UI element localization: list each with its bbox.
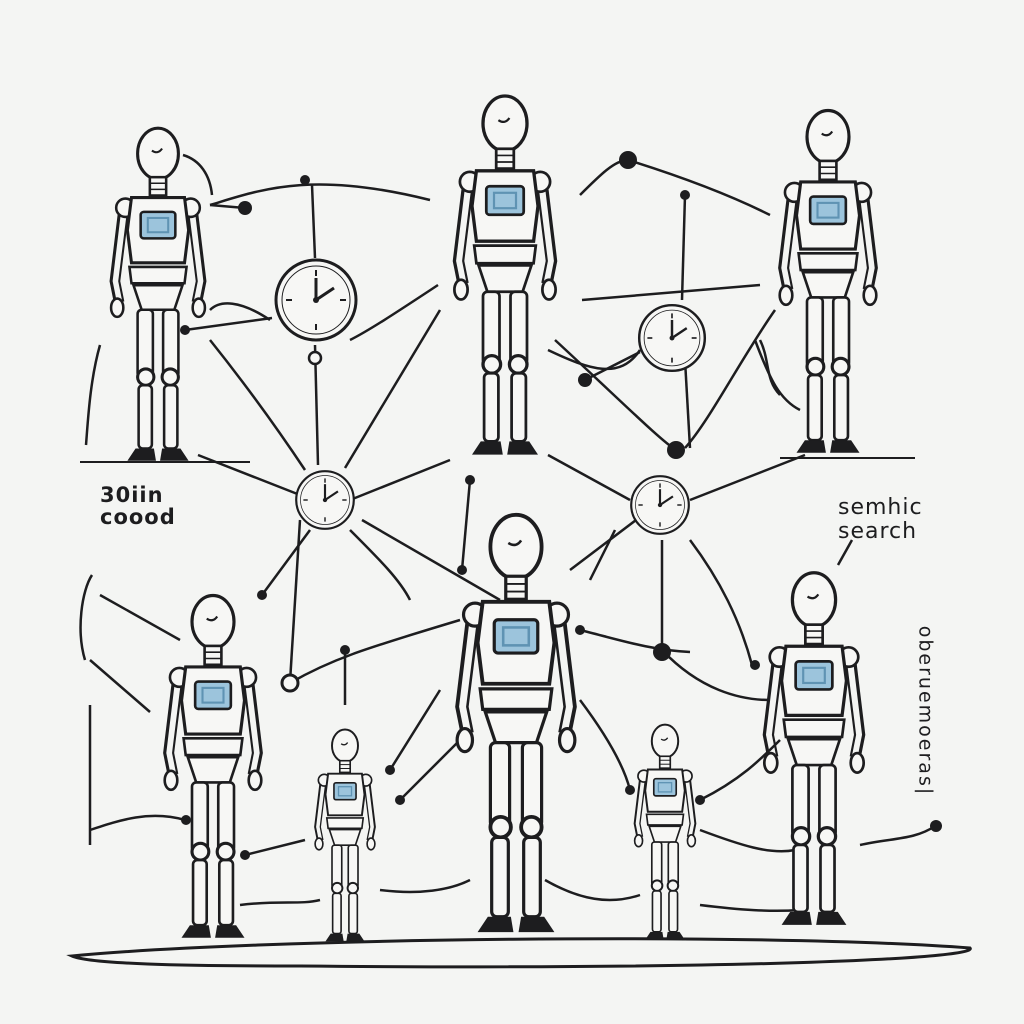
left-label-line-1: 30iin — [100, 483, 164, 507]
right-label-line-2: search — [838, 519, 918, 544]
robot-figure-icon — [633, 723, 697, 941]
left-label: 30iin coood — [100, 484, 176, 528]
robot-figure-icon — [778, 108, 878, 455]
connection-lines — [79, 153, 936, 913]
clock-icon — [295, 470, 355, 530]
vertical-label: oberuemoeras| — [914, 625, 937, 797]
robot-figure-icon — [163, 593, 263, 940]
clock-icon — [630, 475, 690, 535]
robot-figure-icon — [762, 571, 866, 927]
node-dots — [180, 151, 942, 860]
semantic-search-label: semhic search — [838, 496, 923, 544]
clock-icon — [637, 303, 707, 373]
robot-figure-icon — [314, 728, 376, 943]
clock-icon — [274, 258, 358, 342]
right-label-line-1: semhic — [838, 495, 923, 520]
robot-figure-icon — [109, 126, 207, 463]
robot-figure-icon — [452, 94, 558, 457]
ground-line — [66, 937, 972, 969]
left-label-line-2: coood — [100, 505, 176, 529]
robot-figure-icon — [455, 512, 577, 935]
